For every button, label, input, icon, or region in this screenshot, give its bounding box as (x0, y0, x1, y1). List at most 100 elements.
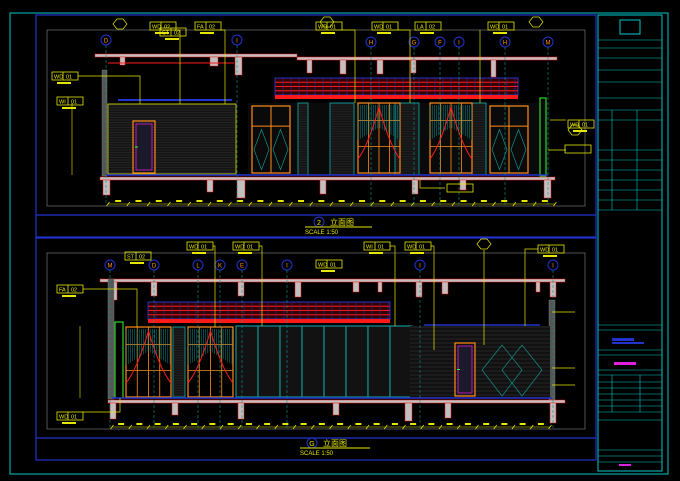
material-tag-number: 01 (66, 75, 72, 81)
upper-view-title: 2 立面图 SCALE 1:50 (305, 216, 372, 236)
dimension-value (300, 423, 307, 425)
floor-slab-beam (109, 402, 117, 420)
grid-axis-label: I (552, 264, 554, 270)
dimension-value (257, 200, 264, 202)
material-tag-number: 01 (582, 123, 588, 129)
material-tag-caption (62, 295, 76, 297)
material-tag-caption (62, 107, 76, 109)
floor-slab-beam (444, 402, 452, 419)
dimension-tick (106, 201, 110, 207)
dimension-tick (128, 424, 133, 430)
ceiling-slab (99, 278, 566, 283)
material-tag-box (487, 21, 515, 31)
dimension-value (519, 423, 526, 425)
dimension-value (480, 200, 487, 202)
material-tag-box (159, 27, 187, 37)
dimension-tick (309, 201, 314, 207)
curtain-swag (187, 329, 234, 384)
dimension-value (541, 200, 548, 202)
material-tag-code: WD (318, 263, 327, 269)
material-tag-number: 02 (174, 31, 180, 37)
leader-line (419, 180, 445, 189)
floor-slab (107, 399, 566, 404)
material-tag-caption (321, 270, 335, 272)
dimension-value (318, 423, 325, 425)
dimension-tick (349, 201, 354, 207)
company-logo (619, 19, 641, 35)
ceiling-slab-beam (234, 56, 243, 76)
drawing-number-text (619, 464, 631, 466)
upper-panel-frame (35, 14, 597, 238)
material-tag-box (564, 144, 592, 154)
sheet-border (9, 12, 669, 475)
material-tag-code: WD (570, 123, 579, 129)
material-tag-box (124, 251, 152, 261)
material-tag-code: WD (235, 245, 244, 251)
material-tag-code: FA (59, 288, 66, 294)
material-tag-box (56, 96, 84, 106)
leader-line (213, 245, 216, 327)
material-tag-number: 01 (71, 100, 77, 106)
grid-axis-label: D (104, 39, 109, 45)
ceiling-slab (296, 56, 558, 61)
floor-slab-beam (102, 179, 111, 196)
floor-slab-beam (236, 179, 246, 199)
floor-slab-beam (411, 179, 419, 195)
material-tag-box (371, 21, 399, 31)
material-tag-number: 01 (330, 25, 336, 31)
grid-axis-label: D (152, 264, 157, 270)
ceiling-slab-beam (306, 59, 313, 74)
dimension-tick (548, 424, 552, 430)
curtain-swag (125, 329, 172, 384)
dimension-tick (292, 424, 297, 430)
floor-slab-beam (171, 402, 179, 416)
dimension-tick (146, 201, 151, 207)
leader-line (390, 245, 396, 326)
ceiling-slab-beam (339, 59, 347, 75)
material-tag-code: WD (490, 25, 499, 31)
material-tag-caption (543, 255, 557, 257)
wood-panel (323, 325, 347, 398)
material-tag-code: WD (189, 245, 198, 251)
floor-slab-beam (319, 179, 327, 195)
material-tag-code: ST (162, 31, 170, 37)
dimension-value (379, 200, 386, 202)
material-tag-caption (410, 252, 424, 254)
dimension-tick (431, 201, 435, 207)
dimension-value (118, 423, 125, 425)
dimension-tick (383, 424, 388, 430)
dimension-tick (529, 424, 534, 430)
material-tag-code: ST (127, 255, 135, 261)
wall-trim-right (539, 97, 547, 177)
dimension-value (154, 423, 161, 425)
grid-axis-label: I (286, 264, 288, 270)
material-tag-number: 01 (247, 245, 253, 251)
material-tag-caption (192, 252, 206, 254)
dimension-tick (347, 424, 352, 430)
wood-panel (367, 325, 391, 398)
door-frame (132, 120, 156, 174)
material-tag-caption (369, 252, 383, 254)
dimension-tick (532, 201, 537, 207)
grid-axis-label: I (236, 39, 238, 45)
wall-section-left (101, 69, 108, 177)
material-tag-code: WI (59, 100, 66, 106)
frieze-red-band (275, 95, 518, 99)
ceiling-slab-beam (209, 56, 219, 67)
dimension-value (355, 423, 362, 425)
dimension-tick (365, 424, 370, 430)
glass-pattern (481, 344, 543, 397)
leader-line (524, 248, 538, 326)
ceiling-slab (94, 53, 298, 58)
dimension-tick (237, 424, 242, 430)
material-tag-box (315, 259, 343, 269)
finish-callout-hex (567, 124, 583, 136)
material-tag-code: WD (407, 245, 416, 251)
door-panel (457, 345, 473, 394)
frieze-red-band (148, 319, 390, 323)
floor-slab-beam (237, 402, 245, 420)
leader-line (78, 75, 141, 104)
dimension-value (155, 200, 162, 202)
dimension-value (176, 200, 183, 202)
wood-panel (172, 326, 186, 398)
